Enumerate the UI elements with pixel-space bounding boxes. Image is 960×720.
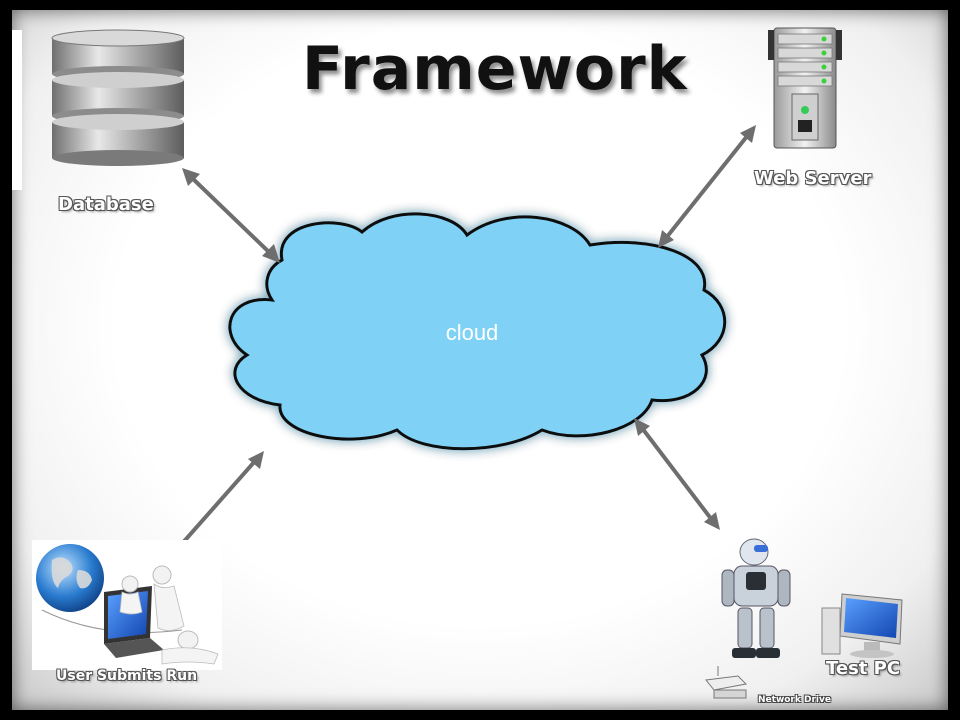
web-server-label: Web Server — [754, 168, 872, 189]
page-title: Framework — [302, 34, 688, 104]
arrow-database-cloud — [182, 168, 280, 263]
network-drive-icon — [705, 666, 748, 699]
monitor-icon — [821, 593, 903, 658]
database-label: Database — [58, 194, 154, 215]
cloud-label: cloud — [445, 320, 499, 345]
test-pc-label: Test PC — [826, 658, 901, 679]
user-submits-run-label: User Submits Run — [56, 668, 198, 684]
cloud-shape — [228, 212, 727, 451]
network-drive-label: Network Drive — [758, 695, 831, 705]
database-icon — [12, 29, 185, 190]
arrow-webserver-cloud — [658, 125, 756, 248]
diagram-canvas — [12, 27, 903, 699]
slide: Framework — [12, 10, 948, 710]
arrow-testpc-cloud — [634, 418, 720, 530]
server-icon — [768, 27, 842, 149]
globe-laptop-icon — [32, 540, 222, 670]
robot-icon — [721, 538, 791, 658]
